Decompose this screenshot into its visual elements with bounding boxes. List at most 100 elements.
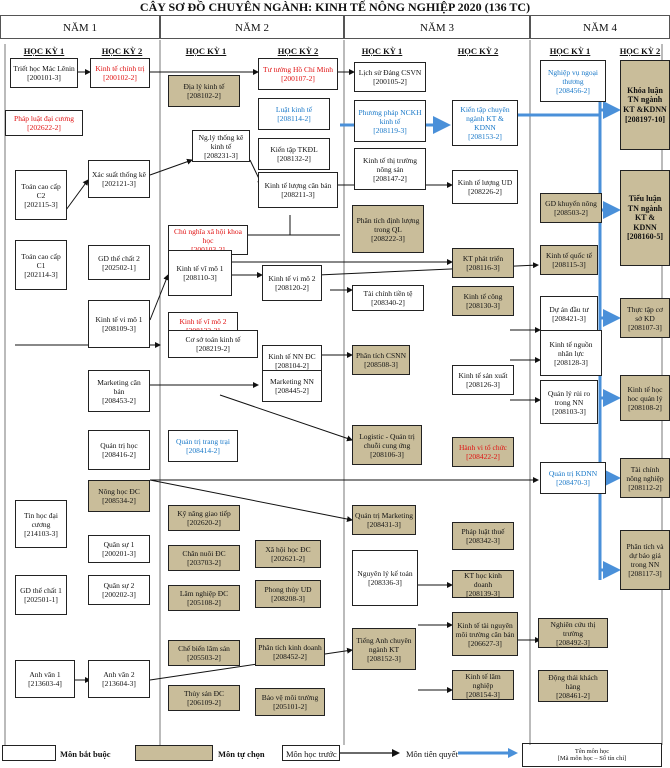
course-code: [200101-3]: [27, 73, 61, 82]
course-name: Hành vi tổ chức: [458, 443, 507, 452]
course-name: Thực tập cơ sở KD: [627, 304, 663, 323]
course-code: [202114-3]: [24, 269, 58, 279]
course-code: [208154-3]: [466, 689, 500, 699]
course-name: Kinh tế lượng căn bản: [264, 181, 332, 190]
course-code: [208336-3]: [368, 578, 402, 587]
legend-required-swatch: [2, 745, 56, 761]
course-box: Tài chính tiền tệ[208340-2]: [352, 285, 424, 311]
course-code: [208160-5]: [627, 232, 663, 242]
course-code: [208453-2]: [102, 395, 136, 405]
course-code: [208226-2]: [468, 187, 502, 196]
course-code: [202115-3]: [24, 199, 58, 209]
course-box: Kinh tế lâm nghiệp[208154-3]: [452, 670, 514, 700]
year-1-header: NĂM 1: [0, 15, 160, 39]
course-name: KT học kinh doanh: [464, 570, 502, 589]
course-code: [208503-2]: [554, 208, 588, 217]
course-name: Tư tưởng Hồ Chí Minh: [262, 65, 334, 74]
course-box: Quân sự 2[200202-3]: [88, 575, 150, 605]
course-name: Kiến tập TKĐL: [270, 145, 318, 154]
course-code: [205101-2]: [273, 702, 307, 711]
course-box: Phân tích và dự báo giá trong NN[208117-…: [620, 530, 670, 590]
course-name: GD thể chất 1: [20, 586, 62, 595]
diagram-title: CÂY SƠ ĐỒ CHUYÊN NGÀNH: KINH TẾ NÔNG NGH…: [139, 0, 531, 14]
course-box: Quản trị trang trại[208414-2]: [168, 430, 238, 462]
year-3-header: NĂM 3: [344, 15, 530, 39]
course-box: Nguyên lý kế toán[208336-3]: [352, 550, 418, 606]
course-code: [208116-3]: [466, 263, 500, 272]
course-code: [214103-3]: [24, 528, 58, 538]
course-box: Kinh tế lượng UD[208226-2]: [452, 170, 518, 204]
course-box: Ng.lý thống kê kinh tế[208231-3]: [192, 130, 250, 162]
course-code: [208452-2]: [273, 652, 307, 661]
legend-elective-label: Môn tự chọn: [218, 749, 265, 759]
course-name: Dự án đầu tư: [549, 305, 589, 314]
course-name: Anh văn 2: [103, 670, 135, 679]
course-box: Xã hội học ĐC[202621-2]: [255, 540, 321, 568]
course-code: [202502-1]: [102, 262, 136, 272]
semester-y4-s2: HỌC KỲ 2: [619, 46, 661, 56]
course-name: Địa lý kinh tế: [183, 82, 225, 91]
course-code: [208132-2]: [277, 154, 311, 163]
course-name: Phong thủy UD: [264, 585, 312, 594]
semester-y3-s1: HỌC KỲ 1: [361, 46, 403, 56]
course-box: GD thể chất 2[202502-1]: [88, 245, 150, 280]
course-box: Phân tích định lượng trong QL[208222-3]: [352, 205, 424, 253]
course-name: Pháp luật thuế: [461, 527, 505, 536]
course-name: Khóa luận TN ngành KT &KDNN: [623, 85, 667, 114]
semester-y2-s2: HỌC KỲ 2: [277, 46, 319, 56]
course-name: Nghiên cứu thị trường: [550, 619, 596, 638]
course-code: [208422-2]: [466, 452, 500, 461]
course-box: Kinh tế sản xuất[208126-3]: [452, 365, 514, 395]
course-box: Pháp luật đại cương[202622-2]: [5, 110, 83, 136]
course-box: Khóa luận TN ngành KT &KDNN[208197-10]: [620, 60, 670, 150]
course-box: Phương pháp NCKH kinh tế[208119-3]: [354, 100, 426, 142]
course-code: [208508-3]: [364, 360, 398, 369]
course-name: Lâm nghiệp ĐC: [179, 589, 229, 598]
legend-prereq-label: Môn tiên quyết: [406, 749, 458, 759]
course-code: [213604-3]: [102, 679, 136, 688]
course-name: Phương pháp NCKH kinh tế: [358, 107, 422, 126]
course-box: Lịch sử Đảng CSVN[200105-2]: [354, 62, 426, 92]
course-code: [205108-2]: [187, 598, 221, 607]
course-name: Marketing NN: [270, 377, 314, 386]
course-name: Kinh tế vĩ mô 2: [179, 317, 227, 326]
course-code: [208115-3]: [552, 260, 586, 269]
course-box: Kinh tế vi mô 1[208109-3]: [88, 300, 150, 348]
course-code: [202621-2]: [271, 554, 305, 563]
course-name: Quản lý rủi ro trong NN: [547, 388, 591, 407]
course-name: Kinh tế lượng UD: [457, 178, 513, 187]
course-name: Phân tích định lượng trong QL: [356, 215, 420, 234]
course-code: [208222-3]: [371, 233, 405, 243]
course-box: Dự án đầu tư[208421-3]: [540, 296, 598, 332]
course-name: Kinh tế tài nguyên môi trường căn bản: [455, 620, 515, 639]
course-name: Kinh tế lâm nghiệp: [465, 671, 501, 690]
course-code: [208231-3]: [204, 150, 238, 160]
course-box: Luật kinh tế[208114-2]: [258, 98, 330, 130]
course-code: [208421-3]: [552, 314, 586, 323]
course-name: Tài chính tiền tệ: [363, 289, 413, 298]
course-box: Kinh tế vi mô 2[208120-2]: [262, 265, 322, 301]
course-box: Cơ sở toán kinh tế[208219-2]: [168, 330, 258, 358]
course-name: Pháp luật đại cương: [14, 114, 74, 123]
course-name: Toán cao cấp C1: [21, 251, 61, 270]
course-name: Kỹ năng giao tiếp: [177, 509, 231, 518]
course-code: [206109-2]: [187, 698, 221, 707]
course-name: Chăn nuôi ĐC: [182, 549, 226, 558]
course-box: Phân tích CSNN[208508-3]: [352, 345, 410, 375]
course-code: [203703-2]: [187, 558, 221, 567]
legend-prior-swatch: [282, 745, 340, 761]
course-code: [208342-3]: [466, 536, 500, 545]
course-box: Kinh tế công[208130-3]: [452, 286, 514, 316]
course-name: Tiếng Anh chuyên ngành KT: [356, 635, 412, 654]
course-name: Phân tích CSNN: [355, 351, 406, 360]
course-name: Kinh tế sản xuất: [458, 371, 508, 380]
course-code: [208102-2]: [187, 91, 221, 100]
course-code: [206627-3]: [468, 638, 502, 648]
course-name: Triết học Mác Lênin: [13, 64, 75, 73]
course-code: [208104-2]: [275, 361, 309, 370]
course-code: [208110-3]: [183, 273, 217, 282]
course-code: [202501-1]: [24, 595, 58, 604]
course-name: Phân tích và dự báo giá trong NN: [626, 542, 664, 569]
course-code: [208470-3]: [556, 478, 590, 487]
course-name: Lịch sử Đảng CSVN: [358, 68, 422, 77]
